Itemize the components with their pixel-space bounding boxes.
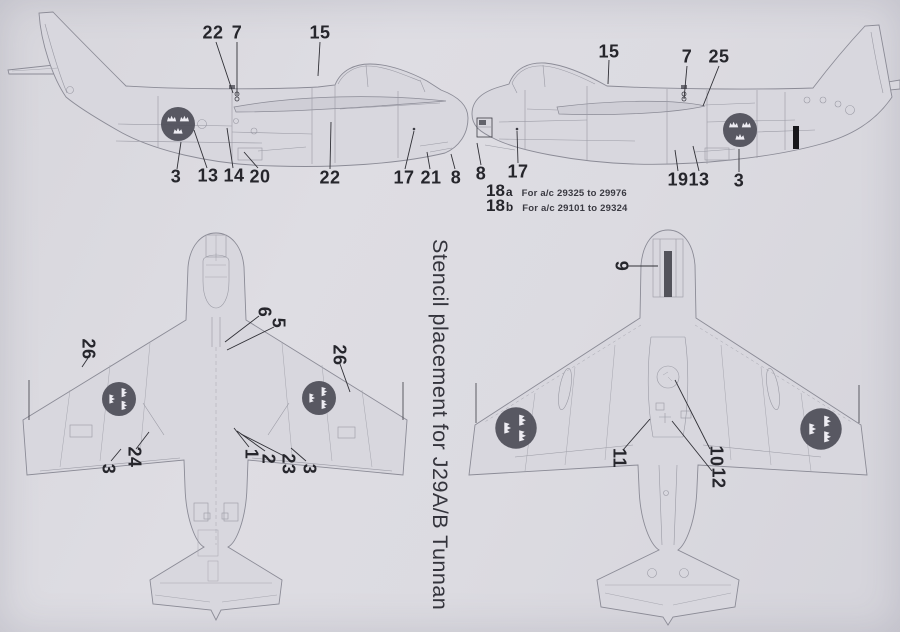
port-side-view: [7, 11, 469, 170]
callout-label: 20: [249, 166, 271, 187]
swedish-roundel: [161, 107, 195, 141]
callout-label: 3: [170, 166, 182, 187]
sheet-title: Stencil placement for J29A/B Tunnan: [428, 239, 452, 611]
callout-label: 9: [611, 260, 632, 272]
callout-label: 13: [688, 169, 710, 190]
callout-label: 15: [598, 41, 620, 62]
swedish-roundel: [800, 408, 841, 449]
callout-label: 22: [319, 167, 341, 188]
leader-lines: [176, 41, 456, 170]
callout-label: 7: [681, 46, 693, 67]
callout-label: 24: [124, 446, 145, 468]
leader-lines: [81, 315, 351, 462]
callout-label: 3: [733, 170, 745, 191]
under-surfaces-view: [468, 229, 868, 626]
callout-label: 17: [507, 161, 529, 182]
callout-label: 12: [708, 467, 729, 489]
aircraft-outline: [7, 11, 469, 167]
callout-label: 21: [420, 167, 442, 188]
callout-label: 19: [667, 169, 689, 190]
note-suffix: b: [505, 199, 514, 214]
callout-label: 25: [708, 46, 730, 67]
swedish-roundel: [102, 382, 136, 416]
callout-label: 6: [254, 306, 275, 318]
callout-label: 7: [231, 22, 243, 43]
swedish-roundel: [723, 113, 757, 147]
leader-lines: [476, 59, 740, 172]
note-number: 18: [486, 181, 505, 200]
callout-label: 17: [393, 167, 415, 188]
note-number: 18: [486, 195, 505, 215]
note-suffix: a: [505, 185, 513, 199]
callout-label: 10: [706, 445, 727, 467]
aircraft-outline: [471, 24, 900, 165]
callout-label: 26: [78, 338, 99, 360]
callout-label: 8: [475, 163, 487, 184]
callout-label: 15: [309, 22, 331, 43]
callout-label: 13: [197, 165, 219, 186]
callout-label: 2: [258, 453, 279, 465]
callout-label: 14: [223, 165, 245, 186]
callout-label: 11: [609, 447, 630, 469]
note-text: For a/c 29101 to 29324: [522, 202, 628, 214]
callout-label: 3: [98, 463, 119, 475]
leader-lines: [622, 265, 713, 472]
callout-label: 5: [268, 317, 289, 329]
callout-label: 22: [202, 22, 224, 43]
starboard-side-view: [471, 24, 900, 172]
upper-surfaces-view: [22, 232, 408, 622]
callout-label: 8: [450, 167, 462, 188]
callout-label: 3: [299, 463, 320, 475]
callout-label: 23: [278, 453, 299, 475]
swedish-roundel: [302, 381, 336, 415]
callout-label: 26: [329, 344, 350, 366]
swedish-roundel: [495, 407, 536, 448]
aircraft-outline: [22, 232, 408, 622]
note-text: For a/c 29325 to 29976: [521, 188, 627, 199]
